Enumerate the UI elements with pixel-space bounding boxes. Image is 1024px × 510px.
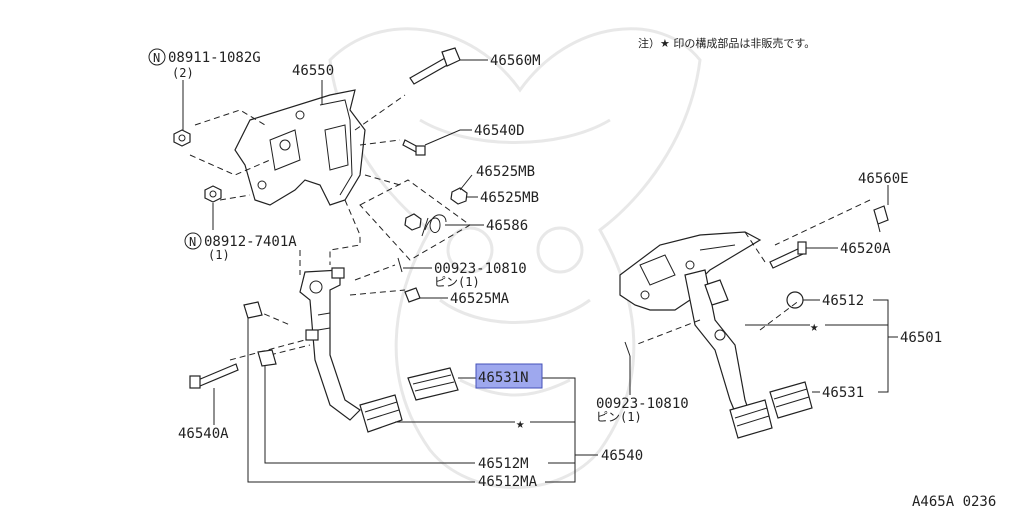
label-46560M[interactable]: 46560M [490,53,541,69]
label-00923-10810-left[interactable]: 00923-10810 [434,261,527,277]
notice-text: 注）★ 印の構成部品は非販売です。 [638,36,815,50]
label-46540[interactable]: 46540 [601,448,643,464]
label-46525MA[interactable]: 46525MA [450,291,510,307]
svg-text:N: N [189,235,196,249]
bracket-46550 [234,89,366,206]
label-46525MB-2[interactable]: 46525MB [480,190,539,206]
label-pin-left: ピン(1) [434,275,480,289]
clip-46560E [873,205,889,233]
bolt-46560M [409,47,461,85]
star-marker-right: ★ [810,319,819,335]
star-marker-left: ★ [516,416,525,432]
circled-n-marker-bottom: N [184,232,202,250]
nut-46525MA [404,287,421,303]
label-46501[interactable]: 46501 [900,330,942,346]
pedal-arm-right [684,269,753,425]
bolt-46540D [402,139,426,156]
label-46520A[interactable]: 46520A [840,241,891,257]
pin-00923-left [397,257,403,273]
label-46550[interactable]: 46550 [292,63,334,79]
bushing-46525MB-upper [450,187,468,205]
label-46531N[interactable]: 46531N [478,370,529,386]
label-08912-7401A[interactable]: 08912-7401A [204,234,297,250]
pad-46531-right [769,381,813,419]
circled-n-marker-top: N [148,48,166,66]
svg-text:N: N [153,51,160,65]
label-46540A[interactable]: 46540A [178,426,229,442]
selected-part-highlight[interactable] [475,363,543,389]
pad-46531N [407,367,459,401]
label-46540D[interactable]: 46540D [474,123,525,139]
bolt-46520A [769,241,807,269]
label-08911-qty: (2) [172,66,194,80]
spring-46586 [421,214,447,237]
watermark-emblem [328,27,702,489]
label-46512[interactable]: 46512 [822,293,864,309]
nut-08911 [173,129,191,147]
diagram-id: A465A 0236 [912,494,996,510]
nut-08912 [204,185,222,203]
label-46560E[interactable]: 46560E [858,171,909,187]
label-08912-qty: (1) [208,248,230,262]
stopper-46512 [786,291,804,309]
leader-lines [182,59,898,483]
label-00923-10810-right[interactable]: 00923-10810 [596,396,689,412]
label-08911-1082G[interactable]: 08911-1082G [168,50,261,66]
label-46525MB-1[interactable]: 46525MB [476,164,535,180]
label-46586[interactable]: 46586 [486,218,528,234]
pedal-arm-46540 [299,267,361,421]
bushing-46525MB-lower [404,213,422,231]
label-46512MA[interactable]: 46512MA [478,474,538,490]
bolt-46540A [189,363,239,389]
pedal-pad-right [729,399,773,439]
stopper-46512M [243,301,263,319]
label-46512M[interactable]: 46512M [478,456,529,472]
label-46531[interactable]: 46531 [822,385,864,401]
pin-00923-right [624,341,631,357]
pedal-pad-left [359,394,403,433]
label-pin-right: ピン(1) [596,410,642,424]
stopper-46512MA [257,349,277,367]
